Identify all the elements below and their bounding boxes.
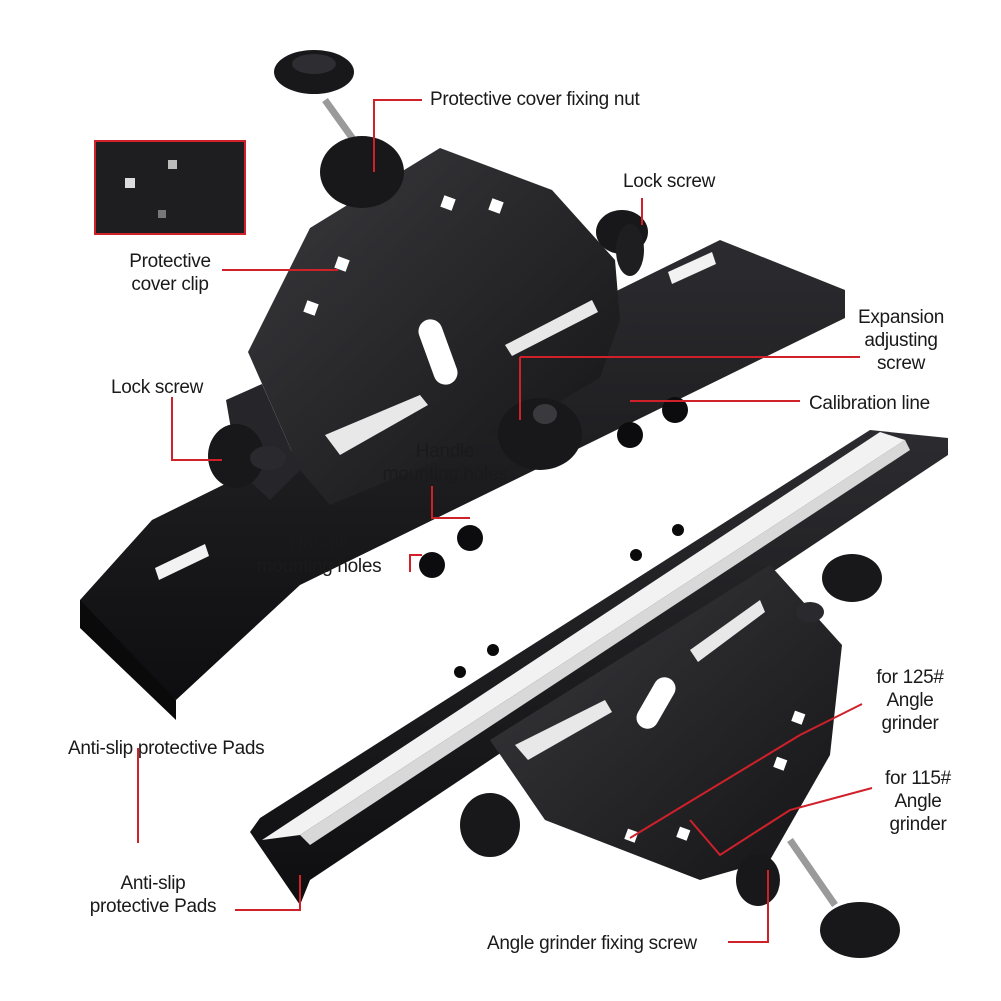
label-line: Protective (129, 251, 211, 272)
lower-pad-strip (262, 432, 905, 840)
clip-hole (624, 828, 639, 843)
label-line: adjusting (864, 330, 938, 351)
clip-hole (676, 826, 691, 841)
top-knob (274, 50, 404, 208)
callout-lines (137, 99, 873, 943)
clip-hole (440, 195, 456, 211)
right-lock-knob (596, 210, 648, 276)
clip-hole (334, 256, 350, 272)
label-handle-mounting-holes-upper: Handle mounting holes (372, 440, 518, 486)
upper-cutting-guide (80, 50, 845, 720)
lower-grinder-screw-knob (736, 838, 900, 958)
label-line: for 115# (885, 768, 951, 789)
lower-base-rail (250, 430, 948, 905)
upper-rail-edge (80, 600, 176, 720)
clip-hole (303, 300, 319, 316)
label-angle-grinder-fixing-screw: Angle grinder fixing screw (487, 933, 697, 954)
label-calibration-line: Calibration line (809, 393, 930, 414)
label-line: grinder (881, 713, 939, 734)
upper-base-rail (80, 240, 845, 700)
lower-cutting-guide (250, 430, 948, 958)
inset-closeup (94, 140, 246, 235)
lower-window-left (515, 700, 612, 760)
label-line: Expansion (857, 307, 945, 328)
label-for-115-angle-grinder: for 115# Angle grinder (870, 767, 966, 836)
label-expansion-adjusting-screw: Expansion adjusting screw (845, 306, 957, 375)
label-line: Handle (289, 533, 349, 554)
label-line: grinder (889, 814, 947, 835)
label-line: Handle (415, 441, 475, 462)
upper-pad-slot-left (155, 544, 209, 580)
handle-hole (617, 422, 643, 448)
lower-right-knob (796, 554, 882, 622)
label-line: protective Pads (89, 896, 217, 917)
clip-hole (791, 710, 806, 725)
clip-hole (488, 198, 504, 214)
plate-slot (418, 319, 458, 385)
lower-window-right (690, 600, 765, 662)
label-line: for 125# (876, 667, 944, 688)
lower-pad-strip-end (300, 440, 910, 845)
lower-mount-plate (490, 565, 842, 880)
handle-hole (662, 397, 688, 423)
rail-hole (672, 524, 684, 536)
label-anti-slip-pads-upper: Anti-slip protective Pads (68, 738, 265, 759)
left-lock-knob (208, 424, 286, 488)
label-line: mounting holes (382, 464, 508, 485)
clip-hole (773, 756, 788, 771)
label-protective-cover-clip: Protective cover clip (110, 250, 230, 296)
label-line: Angle (886, 690, 934, 711)
label-line: cover clip (131, 274, 209, 295)
plate-window-left (325, 395, 428, 455)
label-anti-slip-pads-lower: Anti-slip protective Pads (78, 872, 228, 918)
label-for-125-angle-grinder: for 125# Angle grinder (862, 666, 958, 735)
label-lock-screw-right: Lock screw (623, 171, 716, 192)
label-line: Anti-slip (120, 873, 186, 894)
upper-pad-slot-right (668, 252, 716, 284)
plate-window-right (505, 300, 598, 356)
rail-hole (630, 549, 642, 561)
label-handle-mounting-holes-lower: Handle mounting holes (246, 532, 392, 578)
rail-hole (454, 666, 466, 678)
handle-hole (419, 552, 445, 578)
handle-hole (457, 525, 483, 551)
label-protective-cover-fixing-nut: Protective cover fixing nut (430, 89, 640, 110)
rail-hole (487, 644, 499, 656)
label-lock-screw-left: Lock screw (111, 377, 204, 398)
label-line: Angle (894, 791, 942, 812)
lower-left-knob (460, 793, 520, 857)
label-line: screw (876, 353, 926, 374)
label-line: mounting holes (256, 556, 382, 577)
lower-plate-slot (636, 677, 676, 729)
